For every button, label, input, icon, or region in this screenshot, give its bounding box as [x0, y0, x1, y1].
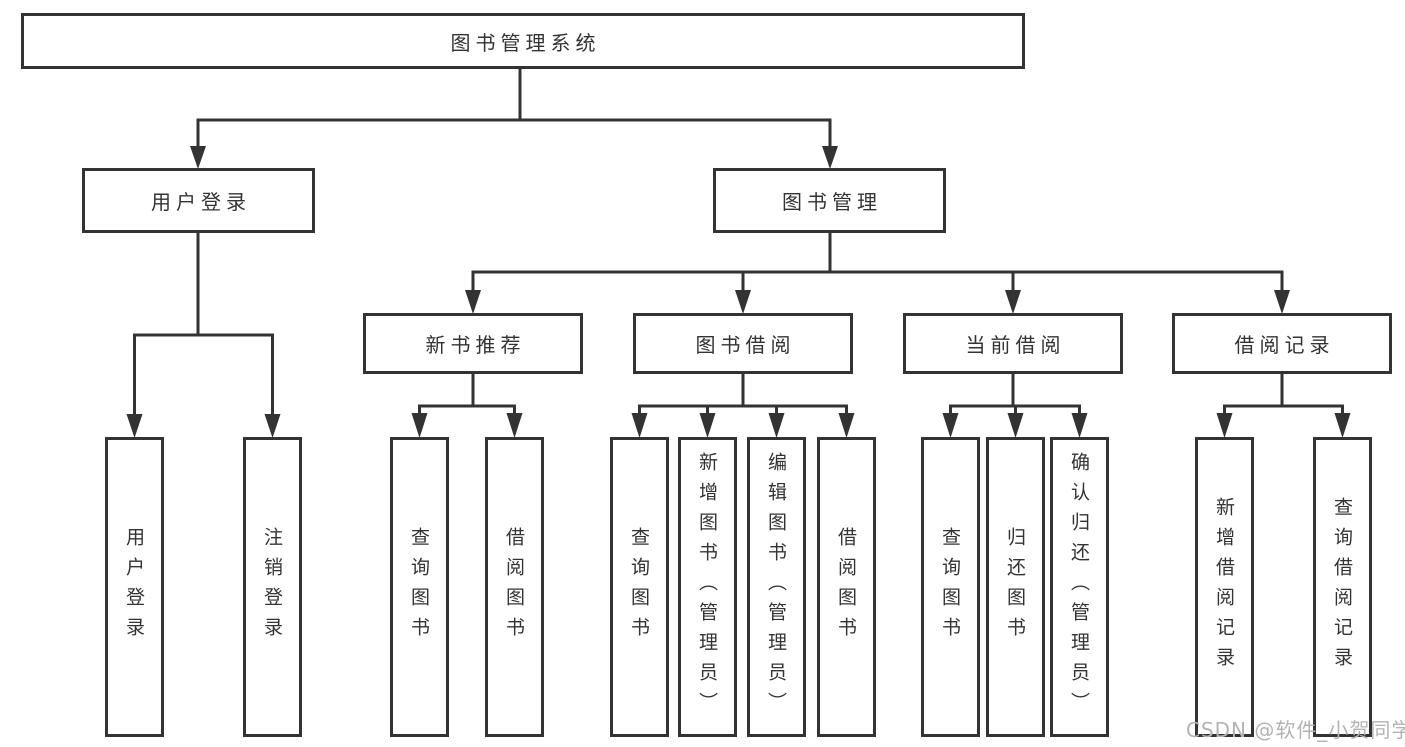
leaf-add-borrow-record: 新增借阅记录: [1195, 437, 1254, 737]
leaf-return-books-label: 归还图书: [1004, 527, 1026, 647]
leaf-query-books-recommend: 查询图书: [390, 437, 449, 737]
connector-new-book-to-leaves: [411, 373, 523, 438]
leaf-confirm-return-admin-label: 确认归还（管理员）: [1068, 452, 1090, 722]
connector-borrowing-records-to-leaves: [1216, 373, 1351, 438]
leaf-query-books-current-label: 查询图书: [939, 527, 961, 647]
leaf-logout: 注销登录: [243, 437, 302, 737]
leaf-query-books-borrow: 查询图书: [610, 437, 669, 737]
leaf-add-book-admin: 新增图书（管理员）: [678, 437, 737, 737]
leaf-query-books-borrow-label: 查询图书: [628, 527, 650, 647]
watermark: CSDN @软件_小贺同学: [1186, 718, 1405, 742]
leaf-query-books-current: 查询图书: [921, 437, 980, 737]
leaf-user-login-label: 用户登录: [123, 527, 145, 647]
node-borrowing-records: 借阅记录: [1172, 313, 1392, 374]
connector-book-borrowing-to-leaves: [631, 373, 855, 438]
leaf-query-books-recommend-label: 查询图书: [408, 527, 430, 647]
connector-current-borrowing-to-leaves: [942, 373, 1088, 438]
leaf-query-borrow-record-label: 查询借阅记录: [1331, 497, 1353, 677]
leaf-borrow-books-recommend-label: 借阅图书: [503, 527, 525, 647]
node-current-borrowing: 当前借阅: [903, 313, 1123, 374]
leaf-borrow-books-recommend: 借阅图书: [485, 437, 544, 737]
leaf-confirm-return-admin: 确认归还（管理员）: [1050, 437, 1109, 737]
leaf-add-borrow-record-label: 新增借阅记录: [1213, 497, 1235, 677]
connector-root-to-level2: [190, 67, 838, 169]
node-user-login: 用户登录: [82, 168, 315, 233]
leaf-borrow-books-label: 借阅图书: [835, 527, 857, 647]
leaf-add-book-admin-label: 新增图书（管理员）: [696, 452, 718, 722]
leaf-edit-book-admin-label: 编辑图书（管理员）: [765, 452, 787, 722]
node-book-borrowing: 图书借阅: [633, 313, 853, 374]
leaf-return-books: 归还图书: [986, 437, 1045, 737]
leaf-user-login: 用户登录: [105, 437, 164, 737]
connector-user-login-to-leaves: [126, 231, 281, 438]
leaf-borrow-books: 借阅图书: [817, 437, 876, 737]
leaf-logout-label: 注销登录: [261, 527, 283, 647]
leaf-query-borrow-record: 查询借阅记录: [1313, 437, 1372, 737]
leaf-edit-book-admin: 编辑图书（管理员）: [747, 437, 806, 737]
connector-book-management-to-level3: [465, 231, 1290, 314]
node-book-management: 图书管理: [713, 168, 946, 233]
node-library-system: 图书管理系统: [21, 13, 1025, 69]
node-new-book-recommendation: 新书推荐: [363, 313, 583, 374]
